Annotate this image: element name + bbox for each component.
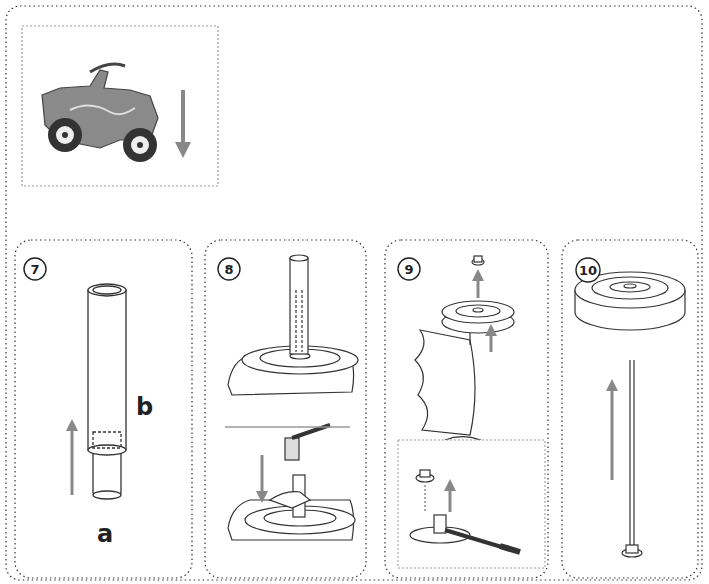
direction-arrow	[490, 330, 493, 352]
cap-and-tool	[410, 470, 520, 552]
direction-arrow	[181, 90, 185, 150]
detail-inset	[398, 440, 545, 568]
callout-number: 9	[404, 262, 413, 277]
guide-line	[425, 485, 426, 512]
overview-frame	[22, 26, 218, 186]
step-number: 10	[575, 257, 601, 283]
wheel-mount	[415, 256, 514, 470]
car-illustration	[42, 64, 158, 162]
callout-number: 10	[579, 263, 597, 278]
step-number: 7	[23, 257, 47, 281]
tube-parts	[88, 284, 126, 499]
direction-arrow	[71, 425, 74, 495]
step-panel	[385, 240, 548, 578]
divider	[225, 426, 350, 428]
wheel-assembly	[228, 255, 358, 540]
callout-number: 8	[224, 262, 233, 277]
part-letter: b	[136, 395, 153, 419]
step-number: 8	[217, 257, 241, 281]
step-number: 9	[397, 257, 421, 281]
direction-arrow	[449, 485, 452, 512]
part-letter: a	[97, 522, 113, 546]
step-panel	[15, 240, 192, 578]
wheel-and-axle	[575, 272, 685, 557]
direction-arrow	[261, 455, 264, 497]
step-panel	[205, 240, 366, 578]
callout-number: 7	[30, 262, 39, 277]
direction-arrow	[611, 385, 614, 480]
direction-arrow	[477, 275, 480, 298]
outer-frame	[6, 6, 702, 580]
step-panel	[562, 240, 698, 578]
